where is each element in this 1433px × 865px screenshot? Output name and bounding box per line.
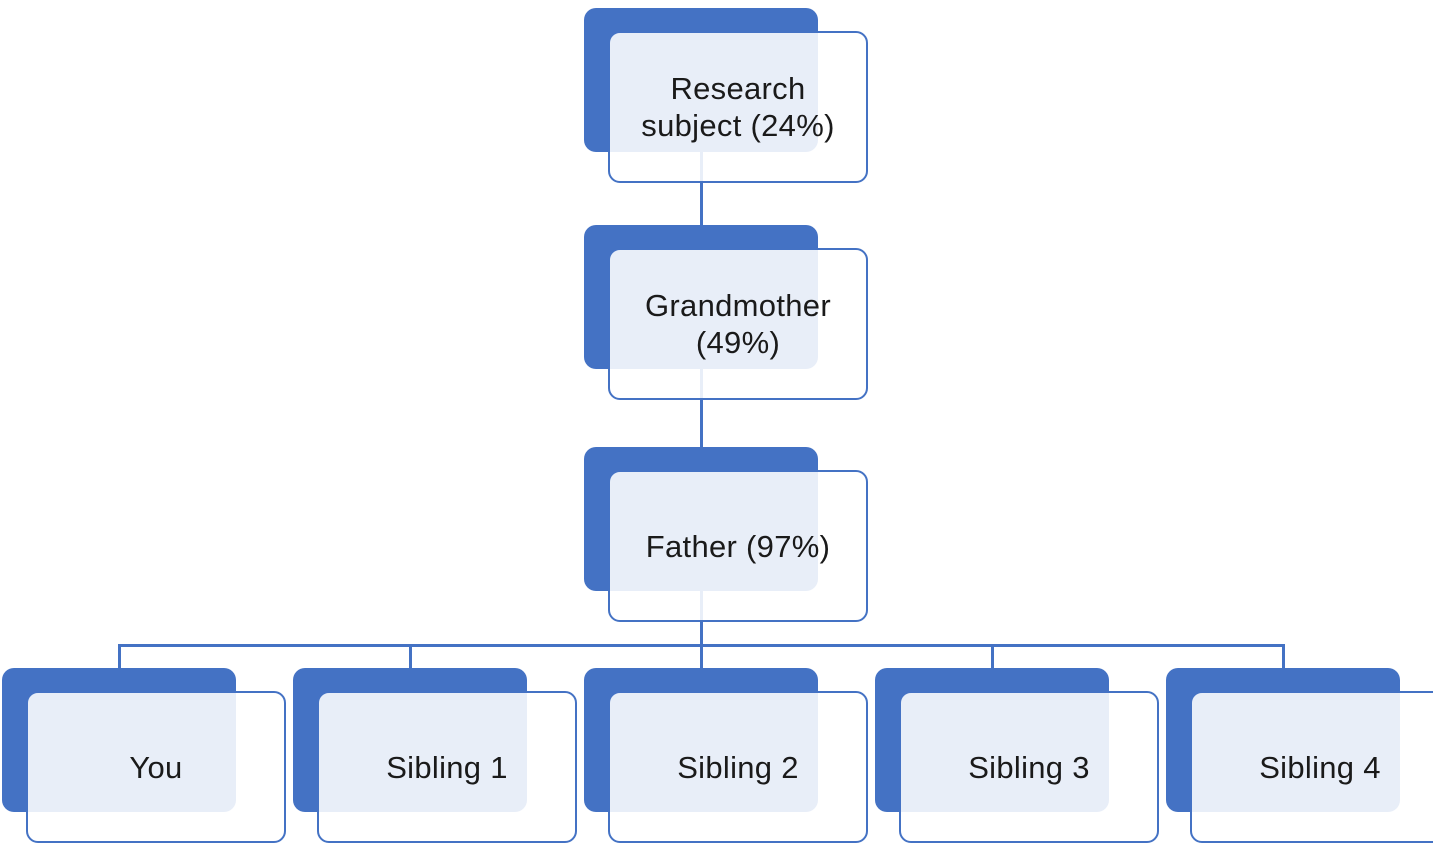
node-front-panel: Research subject (24%)	[608, 31, 868, 183]
node-front-panel: Sibling 4	[1190, 691, 1433, 843]
node-front-panel: Grandmother (49%)	[608, 248, 868, 400]
node-label: Father (97%)	[645, 528, 831, 564]
node-front-panel: Sibling 2	[608, 691, 868, 843]
node-label: Research subject (24%)	[641, 71, 835, 143]
node-front-panel: You	[26, 691, 286, 843]
connector-drop-sibling-4	[1282, 644, 1285, 669]
node-label: You	[129, 749, 183, 785]
connector-children-horizontal-bus	[118, 644, 1284, 647]
node-label: Sibling 4	[1259, 749, 1381, 785]
node-front-panel: Sibling 1	[317, 691, 577, 843]
connector-drop-sibling-3	[991, 644, 994, 669]
node-front-panel: Sibling 3	[899, 691, 1159, 843]
connector-drop-sibling-1	[409, 644, 412, 669]
node-label: Sibling 1	[386, 749, 508, 785]
node-front-panel: Father (97%)	[608, 470, 868, 622]
node-label: Sibling 2	[677, 749, 799, 785]
node-label: Sibling 3	[968, 749, 1090, 785]
node-label: Grandmother (49%)	[645, 288, 831, 360]
connector-drop-you	[118, 644, 121, 669]
